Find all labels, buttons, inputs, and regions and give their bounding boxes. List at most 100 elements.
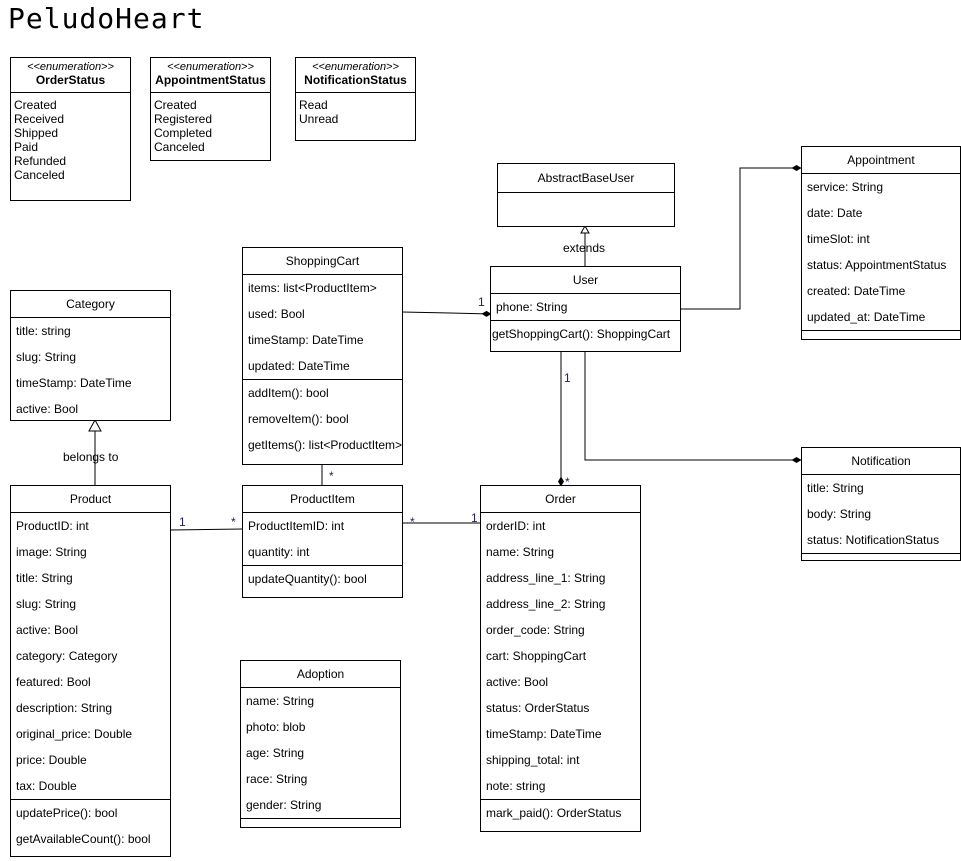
enum-literal: Completed — [154, 126, 213, 140]
method: updateQuantity(): bool — [248, 572, 367, 586]
enum-literal: Created — [154, 98, 197, 112]
class-appointment[interactable]: Appointment service: String date: Date t… — [801, 146, 961, 340]
method: getShoppingCart(): ShoppingCart — [492, 327, 671, 341]
attributes-compartment: items: list<ProductItem> used: Bool time… — [243, 275, 402, 380]
attribute: image: String — [16, 545, 87, 559]
association-cart-user — [401, 310, 492, 317]
attribute: timeStamp: DateTime — [16, 376, 132, 390]
attribute: tax: Double — [16, 779, 77, 793]
attributes-compartment — [498, 193, 674, 200]
association-user-appointment — [680, 165, 802, 310]
attribute: race: String — [246, 772, 308, 786]
attribute: orderID: int — [486, 519, 546, 533]
enum-literal: Shipped — [14, 126, 59, 140]
enum-notification-status[interactable]: <<enumeration>> NotificationStatus Read … — [295, 57, 416, 141]
enum-literal: Read — [299, 98, 328, 112]
class-name: User — [491, 267, 680, 294]
enum-literals: Created Received Shipped Paid Refunded C… — [11, 93, 130, 185]
class-name: Order — [481, 486, 640, 513]
enum-order-status[interactable]: <<enumeration>> OrderStatus Created Rece… — [10, 57, 131, 201]
attributes-compartment: service: String date: Date timeSlot: int… — [802, 174, 960, 331]
attribute: timeSlot: int — [807, 232, 870, 246]
attribute: date: Date — [807, 206, 863, 220]
methods-compartment: getShoppingCart(): ShoppingCart — [491, 321, 680, 347]
attribute: updated_at: DateTime — [807, 310, 926, 324]
class-product-item[interactable]: ProductItem ProductItemID: int quantity:… — [242, 485, 403, 598]
method: getAvailableCount(): bool — [16, 832, 151, 846]
class-notification[interactable]: Notification title: String body: String … — [801, 447, 961, 561]
class-name: Notification — [802, 448, 960, 475]
class-order[interactable]: Order orderID: int name: String address_… — [480, 485, 641, 832]
attributes-compartment: title: string slug: String timeStamp: Da… — [11, 318, 170, 422]
attribute: body: String — [807, 507, 872, 521]
enum-literal: Paid — [14, 140, 39, 154]
attribute: slug: String — [16, 350, 77, 364]
attribute: items: list<ProductItem> — [248, 281, 377, 295]
class-abstract-base-user[interactable]: AbstractBaseUser — [497, 163, 675, 227]
attribute: phone: String — [496, 300, 568, 314]
multiplicity-label: 1 — [564, 371, 571, 385]
method: getItems(): list<ProductItem> — [248, 438, 403, 452]
class-product[interactable]: Product ProductID: int image: String tit… — [10, 485, 171, 857]
enum-literal: Received — [14, 112, 65, 126]
attribute: status: NotificationStatus — [807, 533, 940, 547]
enum-name: AppointmentStatus — [155, 73, 266, 87]
attribute: title: String — [807, 481, 864, 495]
attribute: timeStamp: DateTime — [486, 727, 602, 741]
extends-label: extends — [563, 241, 606, 255]
enum-appointment-status[interactable]: <<enumeration>> AppointmentStatus Create… — [150, 57, 271, 161]
stereotype-label: <<enumeration>> — [312, 61, 399, 73]
methods-compartment — [241, 819, 400, 826]
multiplicity-label: * — [329, 469, 334, 483]
attribute: title: String — [16, 571, 73, 585]
generalization-arrowhead — [580, 224, 590, 234]
diagram-title: PeludoHeart — [8, 2, 205, 35]
attributes-compartment: ProductID: int image: String title: Stri… — [11, 513, 170, 800]
association-user-notification — [584, 351, 802, 463]
attributes-compartment: phone: String — [491, 294, 680, 321]
stereotype-label: <<enumeration>> — [27, 61, 114, 73]
attribute: shipping_total: int — [486, 753, 580, 767]
attribute: active: Bool — [486, 675, 549, 689]
association-product-productitem — [170, 528, 244, 531]
attribute: timeStamp: DateTime — [248, 333, 364, 347]
enum-literal: Canceled — [14, 168, 65, 182]
methods-compartment — [802, 554, 960, 561]
class-name: Category — [11, 291, 170, 318]
enum-header: <<enumeration>> OrderStatus — [11, 58, 130, 93]
enum-literal: Refunded — [14, 154, 67, 168]
class-category[interactable]: Category title: string slug: String time… — [10, 290, 171, 421]
attribute: address_line_1: String — [486, 571, 606, 585]
attribute: ProductItemID: int — [248, 519, 345, 533]
multiplicity-label: 1 — [471, 511, 478, 525]
multiplicity-label: * — [410, 515, 415, 529]
methods-compartment: updatePrice(): bool getAvailableCount():… — [11, 800, 170, 852]
methods-compartment: mark_paid(): OrderStatus — [481, 800, 640, 826]
attribute: original_price: Double — [16, 727, 133, 741]
class-name: ProductItem — [243, 486, 402, 513]
class-adoption[interactable]: Adoption name: String photo: blob age: S… — [240, 660, 401, 828]
enum-literal: Canceled — [154, 140, 205, 154]
enum-name: NotificationStatus — [304, 73, 407, 87]
attribute: name: String — [246, 694, 315, 708]
attribute: name: String — [486, 545, 555, 559]
enum-header: <<enumeration>> AppointmentStatus — [151, 58, 270, 93]
multiplicity-label: * — [565, 475, 570, 489]
class-name: AbstractBaseUser — [498, 164, 674, 193]
method: mark_paid(): OrderStatus — [486, 806, 622, 820]
class-user[interactable]: User phone: String getShoppingCart(): Sh… — [490, 266, 681, 352]
attribute: featured: Bool — [16, 675, 91, 689]
attribute: category: Category — [16, 649, 118, 663]
attribute: note: string — [486, 779, 546, 793]
enum-name: OrderStatus — [35, 73, 106, 87]
enum-header: <<enumeration>> NotificationStatus — [296, 58, 415, 93]
class-shopping-cart[interactable]: ShoppingCart items: list<ProductItem> us… — [242, 247, 403, 465]
attribute: description: String — [16, 701, 113, 715]
attribute: address_line_2: String — [486, 597, 606, 611]
attribute: quantity: int — [248, 545, 310, 559]
enum-literal: Created — [14, 98, 57, 112]
attributes-compartment: ProductItemID: int quantity: int — [243, 513, 402, 566]
attributes-compartment: orderID: int name: String address_line_1… — [481, 513, 640, 800]
attribute: title: string — [16, 324, 71, 338]
attribute: slug: String — [16, 597, 77, 611]
